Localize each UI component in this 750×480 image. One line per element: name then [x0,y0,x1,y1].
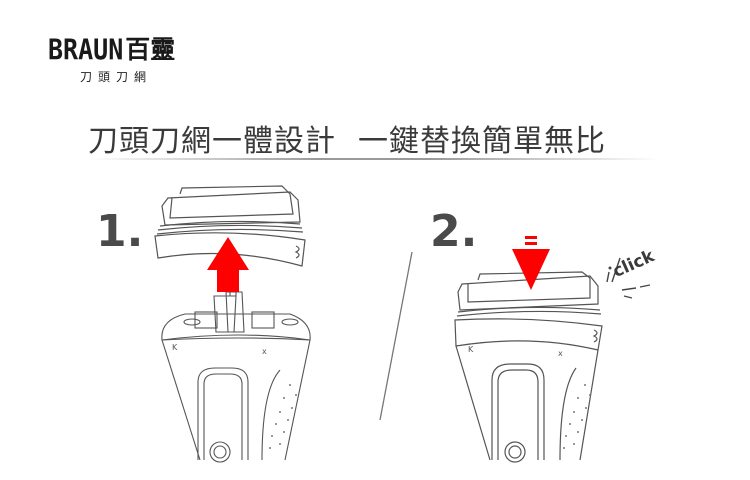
braun-logo: BRAUN百靈 刀頭刀網 [48,30,176,84]
svg-text:K: K [468,345,474,354]
arrow-up-icon [207,237,249,292]
speaker-dots-1 [269,384,297,449]
click-marks [606,257,651,299]
svg-text:x: x [558,349,563,358]
svg-text:x: x [262,347,267,356]
headline-part-1: 刀頭刀網一體設計 [88,124,336,159]
arrow-down-icon [512,236,550,290]
shaver-body-open: K x [161,285,311,463]
logo-subtitle: 刀頭刀網 [80,70,153,84]
title-divider [90,158,660,160]
shaver-head-detached [154,185,306,267]
step-2-number: 2. [430,206,478,257]
speaker-dots-2 [563,384,591,449]
page-title: 刀頭刀網一體設計一鍵替換簡單無比 [88,116,668,160]
logo-brand: BRAUN [48,32,124,67]
svg-text:K: K [172,343,178,352]
headline-part-2: 一鍵替換簡單無比 [358,124,606,159]
step-1-number: 1. [96,206,144,257]
logo-brand-cn: 百靈 [125,35,176,64]
shaver-assembled: K x [454,271,603,463]
step-separator [379,251,413,421]
